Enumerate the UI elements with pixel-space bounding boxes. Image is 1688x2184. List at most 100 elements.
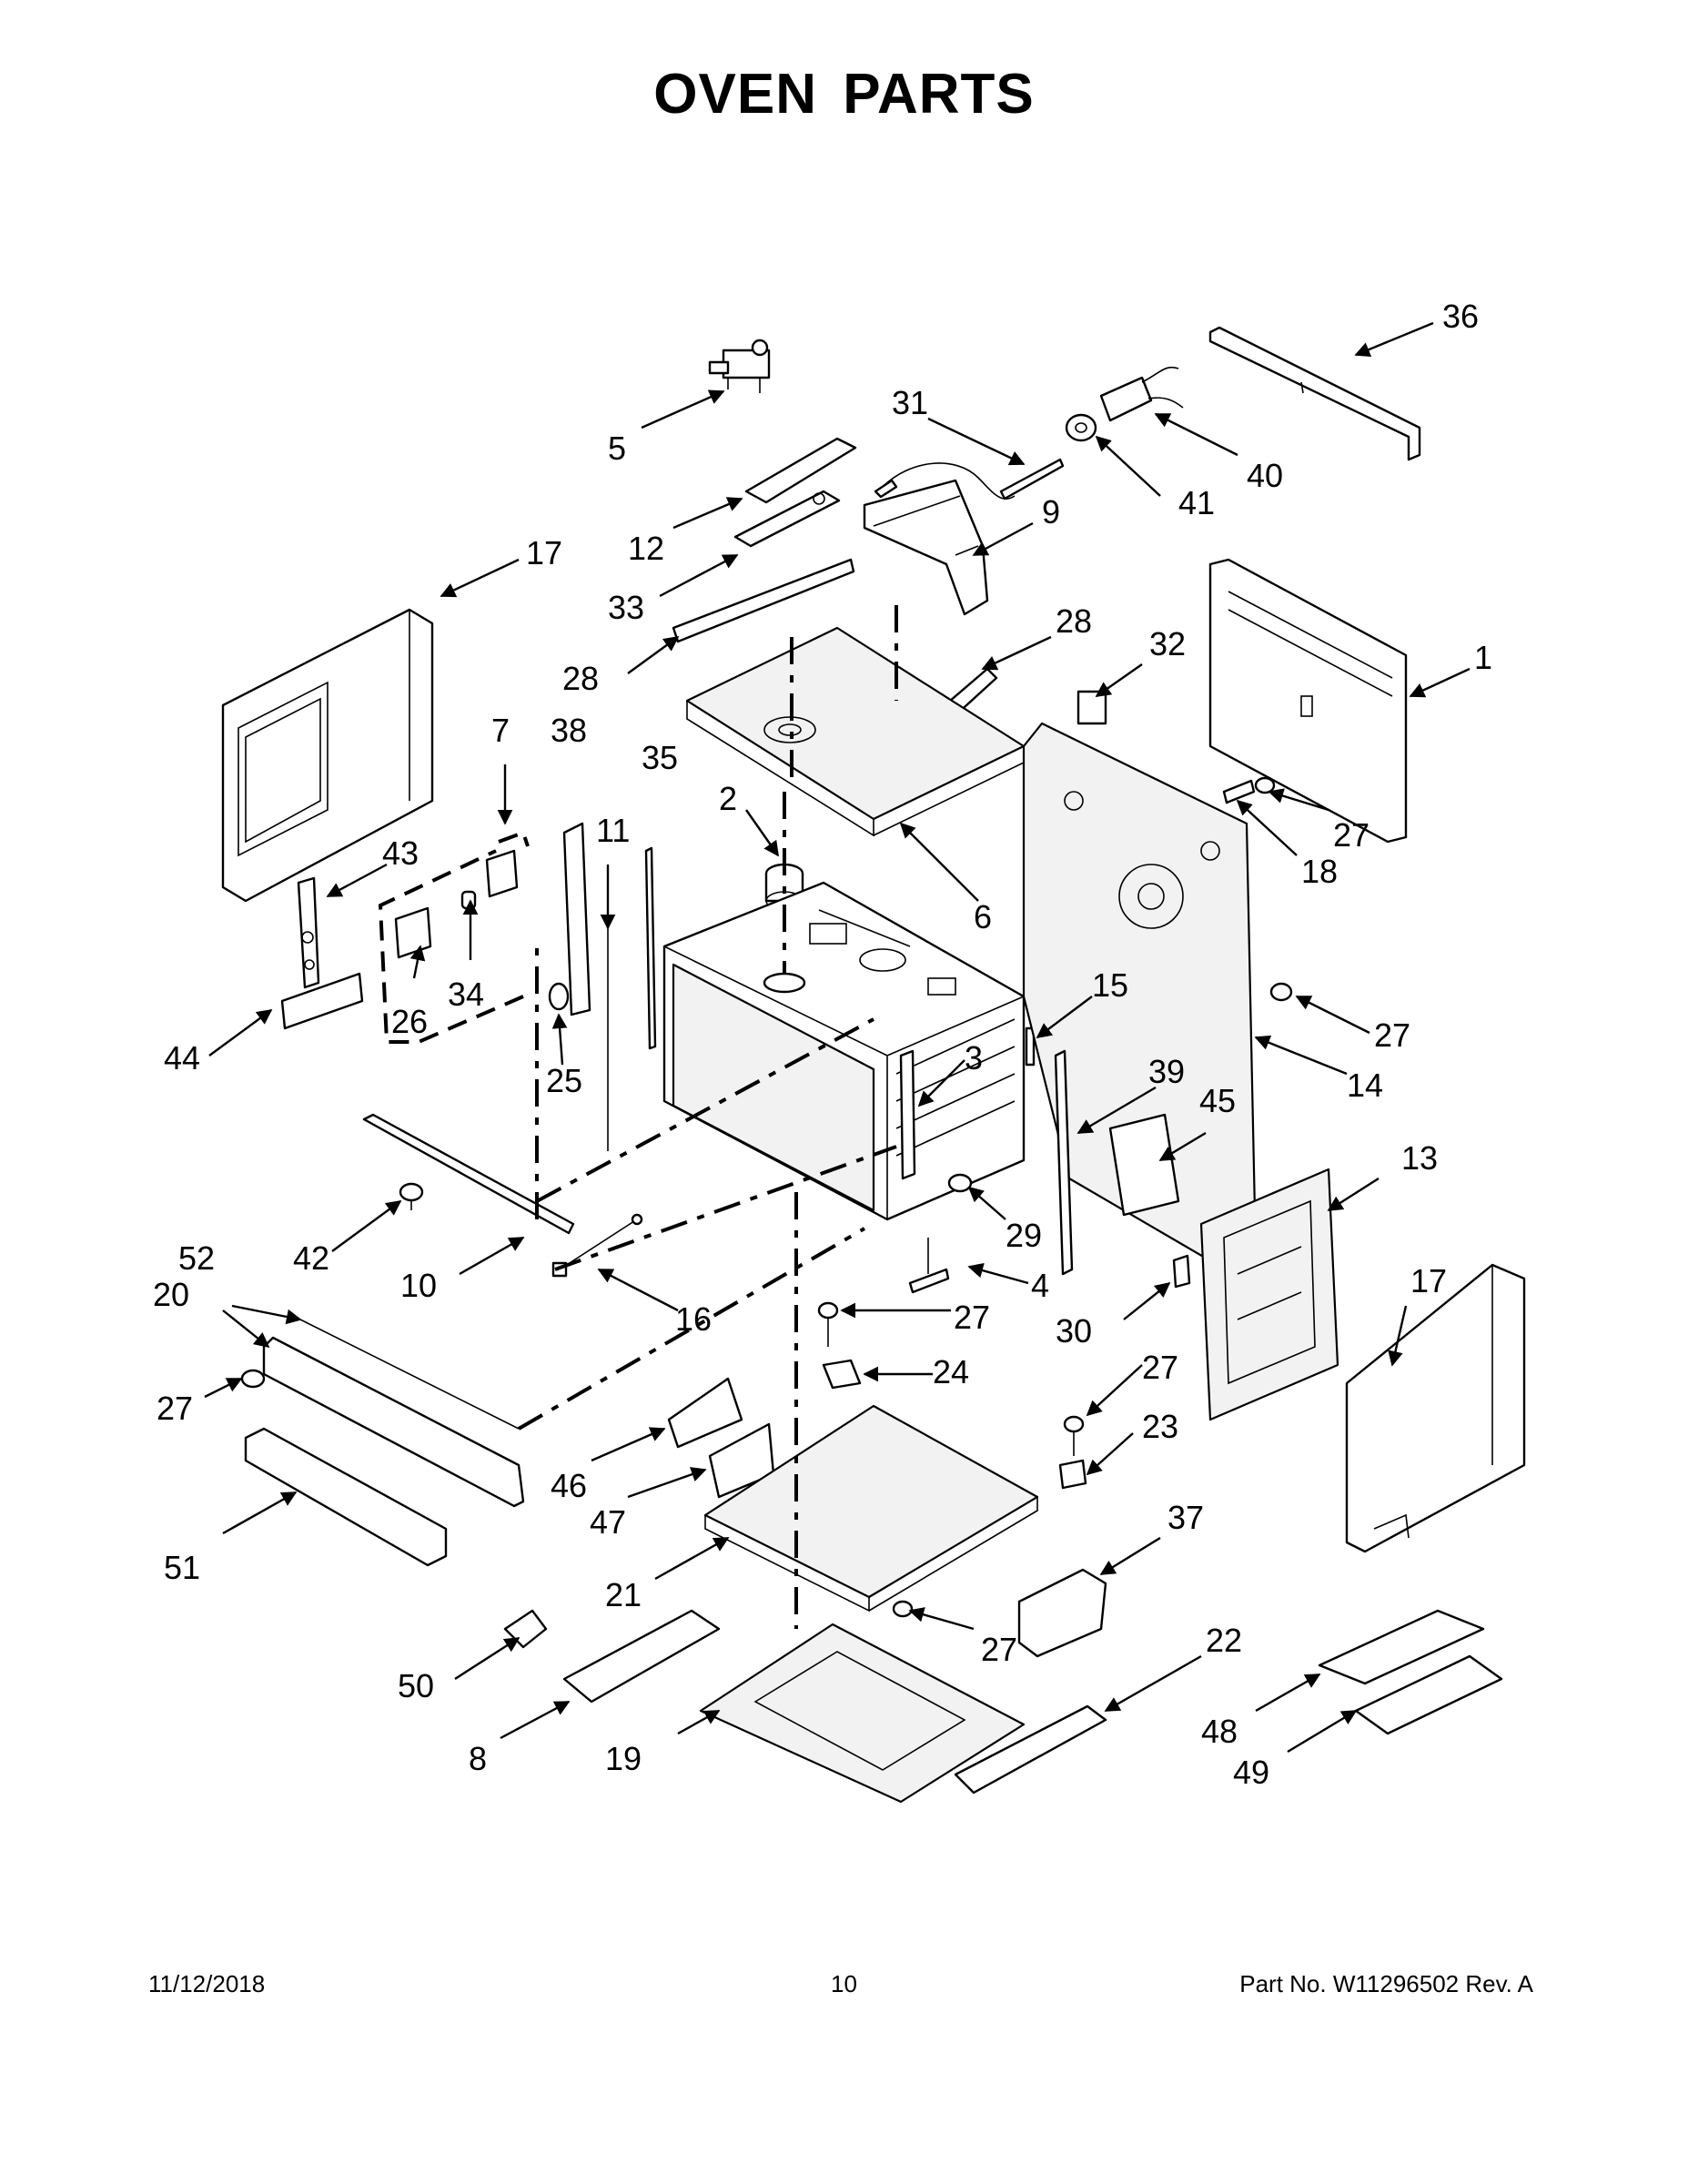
callout-34-label: 34 [448,976,484,1013]
part-17-side-panel-left-drawing [221,608,434,903]
callout-3-label: 3 [965,1039,983,1077]
oven-cavity-drawing [662,881,1026,1221]
part-52-rod-drawing [299,1319,520,1430]
part-23-clip-drawing [1058,1415,1087,1490]
callout-1-label: 1 [1474,639,1492,676]
part-36-rail-drawing [1208,326,1421,461]
assembly-line-front-lower [536,1017,874,1203]
callout-43-label: 43 [382,834,419,872]
part-6-top-panel-drawing [685,626,1026,837]
callout-2-label: 2 [719,780,737,817]
part-31-probe-drawing [874,458,1065,500]
part-35-strip-drawing [644,846,657,1050]
callout-17-label: 17 [526,534,562,571]
part-39-strip-drawing [1054,1049,1074,1276]
callout-35-label: 35 [642,739,678,776]
part-51-trim-drawing [244,1427,448,1567]
callout-27d-label: 27 [1142,1349,1178,1386]
part-40-igniter-drawing [1099,366,1184,422]
part-20-front-frame-drawing [240,1336,525,1508]
part-42-screw-drawing [399,1182,424,1210]
callout-51-label: 51 [164,1549,200,1586]
callout-28b-label: 28 [562,660,599,697]
callout-36-label: 36 [1442,298,1479,335]
callout-29-label: 29 [1006,1217,1042,1254]
callout-37-label: 37 [1167,1499,1204,1536]
part-18-clip-drawing [1222,776,1276,804]
part-19-base-drawing [699,1623,1026,1804]
callout-40-label: 40 [1247,457,1283,494]
assembly-line-left [517,1227,866,1431]
callout-18-label: 18 [1301,853,1338,890]
callout-31-label: 31 [892,384,928,421]
part-25-knob-drawing [548,982,570,1011]
callout-17b-label: 17 [1410,1262,1447,1299]
callout-23-label: 23 [1142,1408,1178,1445]
callout-48-label: 48 [1201,1713,1238,1750]
part-29-screw-drawing [947,1173,973,1193]
part-8-track-drawing [562,1609,721,1704]
callout-28a-label: 28 [1056,602,1092,640]
callout-8-label: 8 [469,1740,487,1777]
callout-47-label: 47 [590,1503,626,1541]
callout-32-label: 32 [1149,625,1186,662]
part-4-link-drawing [908,1238,950,1294]
callout-4-label: 4 [1031,1267,1049,1304]
part-46-bracket-drawing [667,1377,743,1449]
callout-27f-label: 27 [981,1631,1017,1668]
part-10-rail-drawing [362,1113,575,1235]
callout-39-label: 39 [1148,1053,1185,1090]
callout-20-label: 20 [153,1276,189,1313]
part-44-bracket-drawing [280,972,364,1030]
assembly-line-bottom [554,1145,897,1271]
callout-42-label: 42 [293,1239,329,1277]
part-22-track-drawing [954,1704,1107,1795]
part-7-control-group-drawing [378,830,530,1044]
callout-27a-label: 27 [1333,816,1370,854]
callout-14-label: 14 [1347,1067,1383,1104]
part-12-bracket-drawing [744,437,857,504]
part-48-tray-drawing [1318,1609,1485,1685]
part-24-bracket-drawing [817,1301,862,1390]
callout-27e-label: 27 [157,1390,193,1427]
callout-10-label: 10 [400,1267,437,1304]
callout-27b-label: 27 [1374,1016,1410,1054]
callout-33-label: 33 [608,589,644,626]
part-30-clip-drawing [1172,1254,1191,1289]
part-28-brace-left-drawing [672,558,855,643]
callout-21-label: 21 [605,1576,642,1613]
callout-5-label: 5 [608,430,626,467]
callout-38-label: 38 [551,712,587,749]
footer-page-number: 10 [831,1970,857,1997]
callout-45-label: 45 [1199,1082,1236,1119]
footer-part-number: Part No. W11296502 Rev. A [1239,1970,1533,1997]
part-15-connector-drawing [1025,1026,1036,1067]
part-43-latch-drawing [297,876,320,989]
part-5-valve-drawing [708,339,771,393]
part-37-bracket-drawing [1017,1568,1107,1658]
callout-19-label: 19 [605,1740,642,1777]
part-1-rear-cover-drawing [1208,558,1408,844]
part-32-clip-drawing [1076,690,1107,725]
part-13-panel-drawing [1199,1168,1339,1421]
callout-44-label: 44 [164,1039,200,1077]
callout-41-label: 41 [1178,484,1215,521]
part-41-nut-drawing [1065,413,1097,442]
callout-25-label: 25 [546,1062,582,1099]
part-9-vent-drawing [863,479,989,616]
part-27-screw-bottom-drawing [892,1600,914,1618]
callout-7-label: 7 [491,712,510,749]
part-49-tray-drawing [1354,1654,1503,1735]
part-17-side-panel-right-drawing [1345,1263,1526,1553]
callout-6-label: 6 [974,898,992,935]
leader-lines [204,321,1471,1754]
callout-50-label: 50 [398,1667,434,1704]
footer-date: 11/12/2018 [148,1970,266,1997]
part-27-screw-drawing [1269,982,1293,1002]
callout-11-label: 11 [596,812,630,849]
callout-16-label: 16 [675,1300,712,1338]
part-38-strip-drawing [562,822,591,1016]
part-33-bracket-drawing [733,490,841,548]
callout-15-label: 15 [1092,966,1128,1004]
